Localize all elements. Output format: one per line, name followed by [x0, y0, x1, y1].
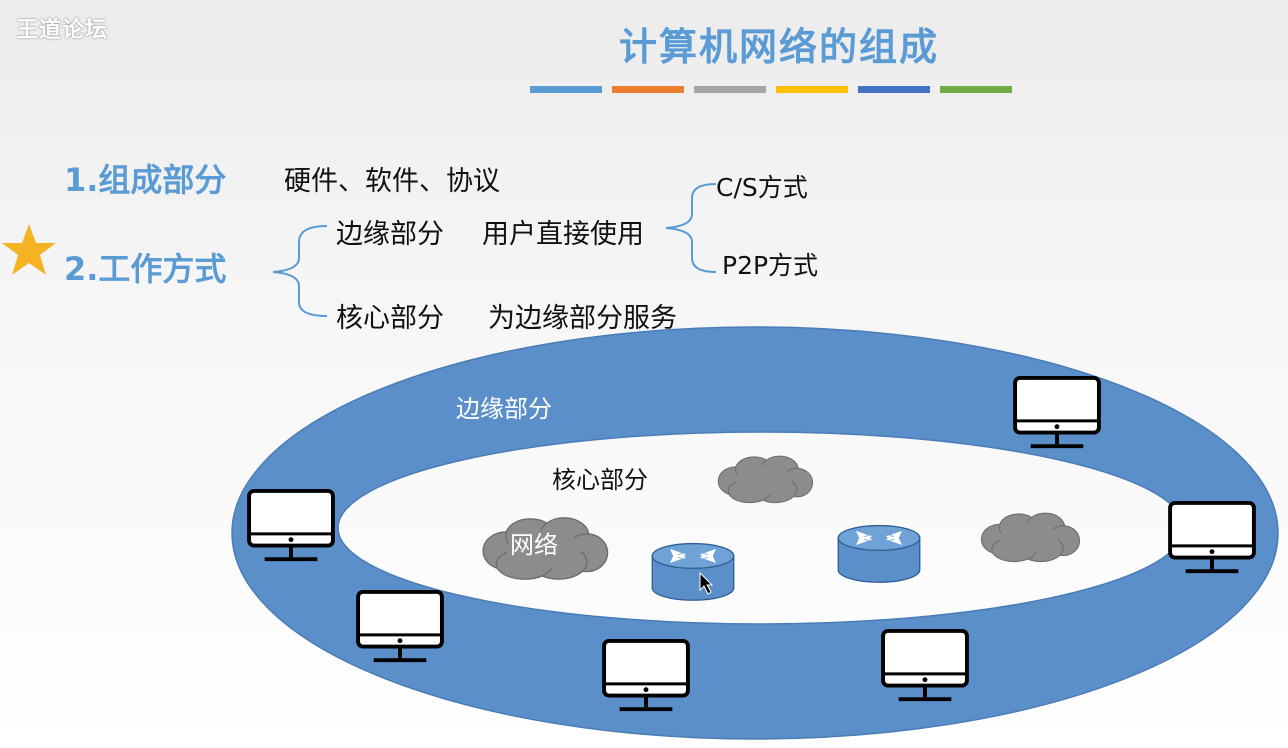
color-bar [530, 86, 602, 93]
section1-heading: 1.组成部分 [64, 161, 227, 199]
section1-content: 硬件、软件、协议 [284, 166, 500, 197]
section2-heading: 2.工作方式 [64, 250, 227, 288]
page-title: 计算机网络的组成 [618, 25, 939, 69]
star-icon [2, 224, 56, 275]
core-part-label: 核心部分 [336, 303, 444, 334]
color-bar [858, 86, 930, 93]
edge-ring-label: 边缘部分 [456, 395, 552, 423]
color-bar [776, 86, 848, 93]
cloud-icon [717, 455, 814, 504]
cs-mode-label: C/S方式 [716, 173, 808, 202]
cursor-icon [699, 571, 714, 595]
network-cloud-label: 网络 [510, 531, 558, 559]
watermark-text: 王道论坛 [16, 18, 109, 43]
router-icon [651, 542, 735, 601]
brace-icon [272, 225, 328, 317]
p2p-mode-label: P2P方式 [722, 251, 819, 280]
edge-part-label: 边缘部分 [336, 219, 444, 250]
edge-ring [231, 326, 1279, 740]
router-icon [837, 524, 921, 583]
brace-icon [665, 183, 717, 273]
core-area-label: 核心部分 [552, 466, 648, 494]
color-bar [612, 86, 684, 93]
color-bar [694, 86, 766, 93]
cloud-icon [980, 512, 1081, 563]
core-part-desc: 为边缘部分服务 [488, 303, 677, 334]
edge-part-desc: 用户直接使用 [482, 219, 644, 250]
color-bar [940, 86, 1012, 93]
